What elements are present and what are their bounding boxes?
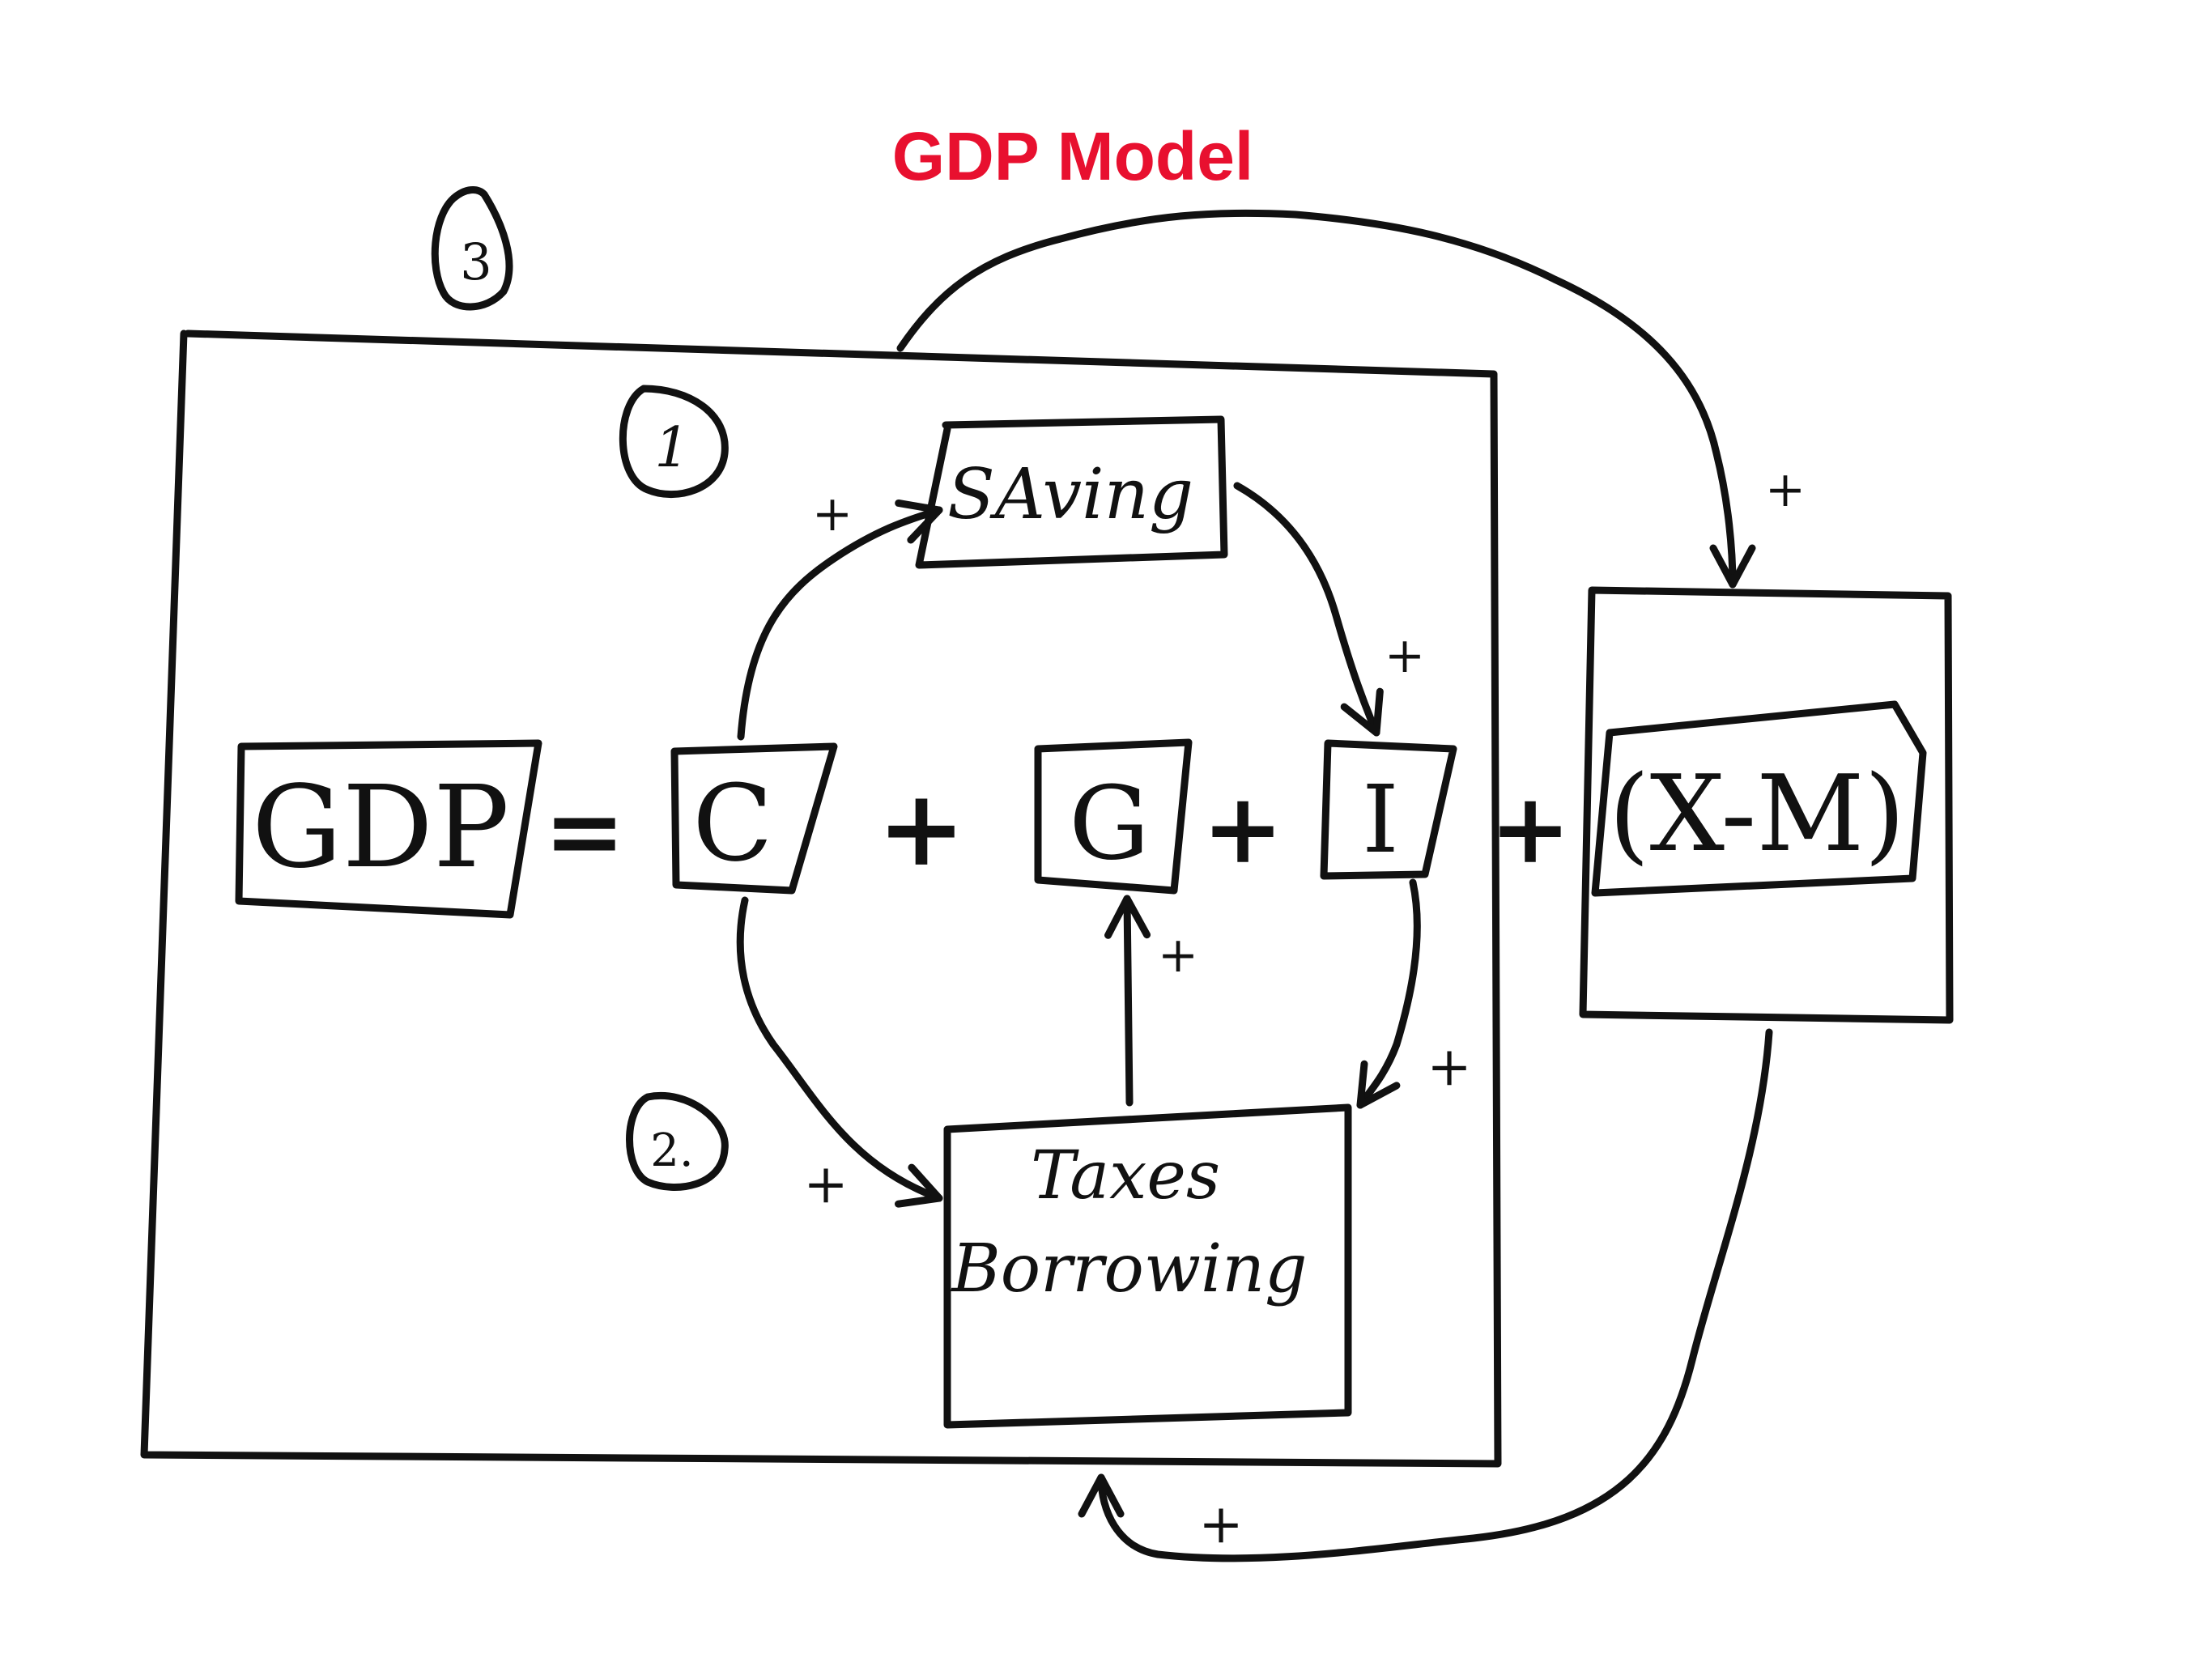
link-saving-to-i (1233, 482, 1384, 737)
saving-label: SAving (947, 454, 1193, 535)
polarity-saving-to-i: + (1385, 627, 1425, 684)
gdp-node: GDP (235, 739, 542, 919)
investment-label: I (1362, 766, 1398, 874)
plus-sign-2: + (1202, 772, 1284, 886)
loop-marker-2: 2. (626, 1092, 729, 1191)
loop-1-label: 1 (654, 416, 689, 480)
saving-node: SAving (915, 415, 1228, 569)
government-node: G (1034, 738, 1193, 895)
domestic-economy-box (140, 329, 1502, 1468)
investment-node: I (1320, 739, 1457, 880)
link-xm-to-outer (1078, 1028, 1773, 1562)
link-i-to-taxes (1356, 878, 1421, 1109)
polarity-xm-to-outer: + (1198, 1493, 1243, 1555)
consumption-label: C (692, 762, 772, 885)
gdp-label: GDP (252, 762, 509, 894)
plus-sign-1: + (878, 766, 966, 890)
link-outer-to-xm (896, 209, 1756, 589)
taxes-borrowing-node: Taxes Borrowing (943, 1103, 1352, 1429)
government-label: G (1069, 765, 1150, 882)
loop-3-label: 3 (460, 232, 491, 291)
link-c-to-taxes (736, 896, 943, 1208)
equals-sign: = (544, 774, 626, 888)
external-sector-box (1579, 586, 1954, 1024)
link-taxes-to-g (1104, 895, 1151, 1107)
net-exports-node: (X-M) (1591, 700, 1927, 897)
polarity-i-to-taxes: + (1427, 1035, 1471, 1098)
link-c-to-saving (737, 499, 943, 741)
consumption-node: C (670, 742, 838, 895)
polarity-c-to-saving: + (812, 486, 853, 542)
taxes-label: Taxes (1031, 1137, 1220, 1214)
borrowing-label: Borrowing (950, 1231, 1307, 1307)
polarity-taxes-to-g: + (1158, 927, 1198, 984)
loop-marker-1: 1 (619, 385, 729, 499)
net-exports-label: (X-M) (1609, 752, 1905, 875)
loop-marker-3: 3 (431, 186, 513, 311)
plus-sign-3: + (1490, 772, 1572, 886)
loop-2-label: 2. (650, 1124, 693, 1177)
polarity-outer-to-xm: + (1765, 461, 1806, 518)
diagram-title: GDP Model (892, 118, 1254, 194)
polarity-c-to-taxes: + (803, 1153, 848, 1215)
